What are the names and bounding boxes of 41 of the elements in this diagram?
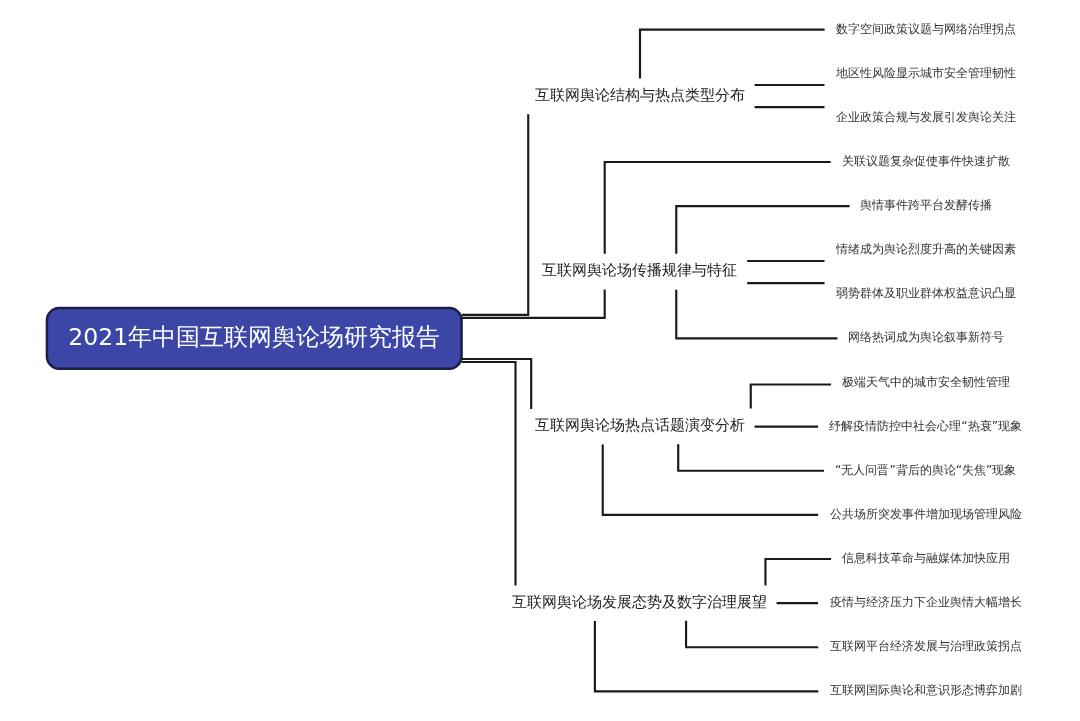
connector [601, 444, 819, 516]
connector [461, 114, 530, 316]
connector [675, 205, 850, 254]
node-text: 互联网国际舆论和意识形态博弈加剧 [829, 683, 1022, 698]
node-text: 疫情与经济压力下企业舆情大幅增长 [829, 595, 1022, 610]
connector [764, 557, 832, 586]
node-text: 公共场所突发事件增加现场管理风险 [829, 506, 1022, 521]
connector [749, 383, 832, 409]
node-text: 数字空间政策议题与网络治理拐点 [835, 21, 1016, 36]
node-text: 纾解疫情防控中社会心理“热衰”现象 [829, 418, 1023, 433]
connector [461, 357, 533, 409]
connector [461, 289, 606, 319]
connector [461, 360, 517, 586]
connector [593, 620, 819, 693]
node-text: 地区性风险显示城市安全管理韧性 [835, 65, 1016, 80]
node-text: 互联网舆论场发展态势及数字治理展望 [512, 592, 768, 610]
node-text: 情绪成为舆论烈度升高的关键因素 [835, 242, 1016, 257]
connector [754, 425, 819, 428]
node-text: 企业政策合规与发展引发舆论关注 [835, 109, 1016, 124]
node-text: 舆情事件跨平台发酵传播 [859, 198, 992, 213]
connector [675, 289, 838, 340]
connector [776, 602, 819, 605]
connector [603, 160, 831, 254]
node-text: 互联网平台经济发展与治理政策拐点 [829, 639, 1022, 654]
connector [684, 620, 819, 649]
connector [754, 106, 825, 109]
node-text: 互联网舆论场传播规律与特征 [542, 261, 738, 279]
connector [747, 259, 825, 263]
node-box: 2021年中国互联网舆论场研究报告 [45, 306, 463, 371]
node-text: 弱势群体及职业群体权益意识凸显 [835, 286, 1016, 301]
node-text: “无人问晋”背后的舆论“失焦”现象 [835, 462, 1017, 477]
node-text: 网络热词成为舆论叙事新符号 [847, 330, 1004, 345]
connector [638, 28, 825, 79]
node-text: 信息科技革命与融媒体加快应用 [841, 550, 1010, 565]
node-text: 互联网舆论结构与热点类型分布 [534, 85, 745, 103]
node-text: 关联议题复杂促使事件快速扩散 [841, 153, 1010, 168]
node-text: 互联网舆论场热点话题演变分析 [534, 416, 745, 434]
connector [754, 83, 825, 87]
connector [747, 282, 825, 285]
connector [677, 444, 824, 472]
node-text: 极端天气中的城市安全韧性管理 [841, 374, 1010, 389]
